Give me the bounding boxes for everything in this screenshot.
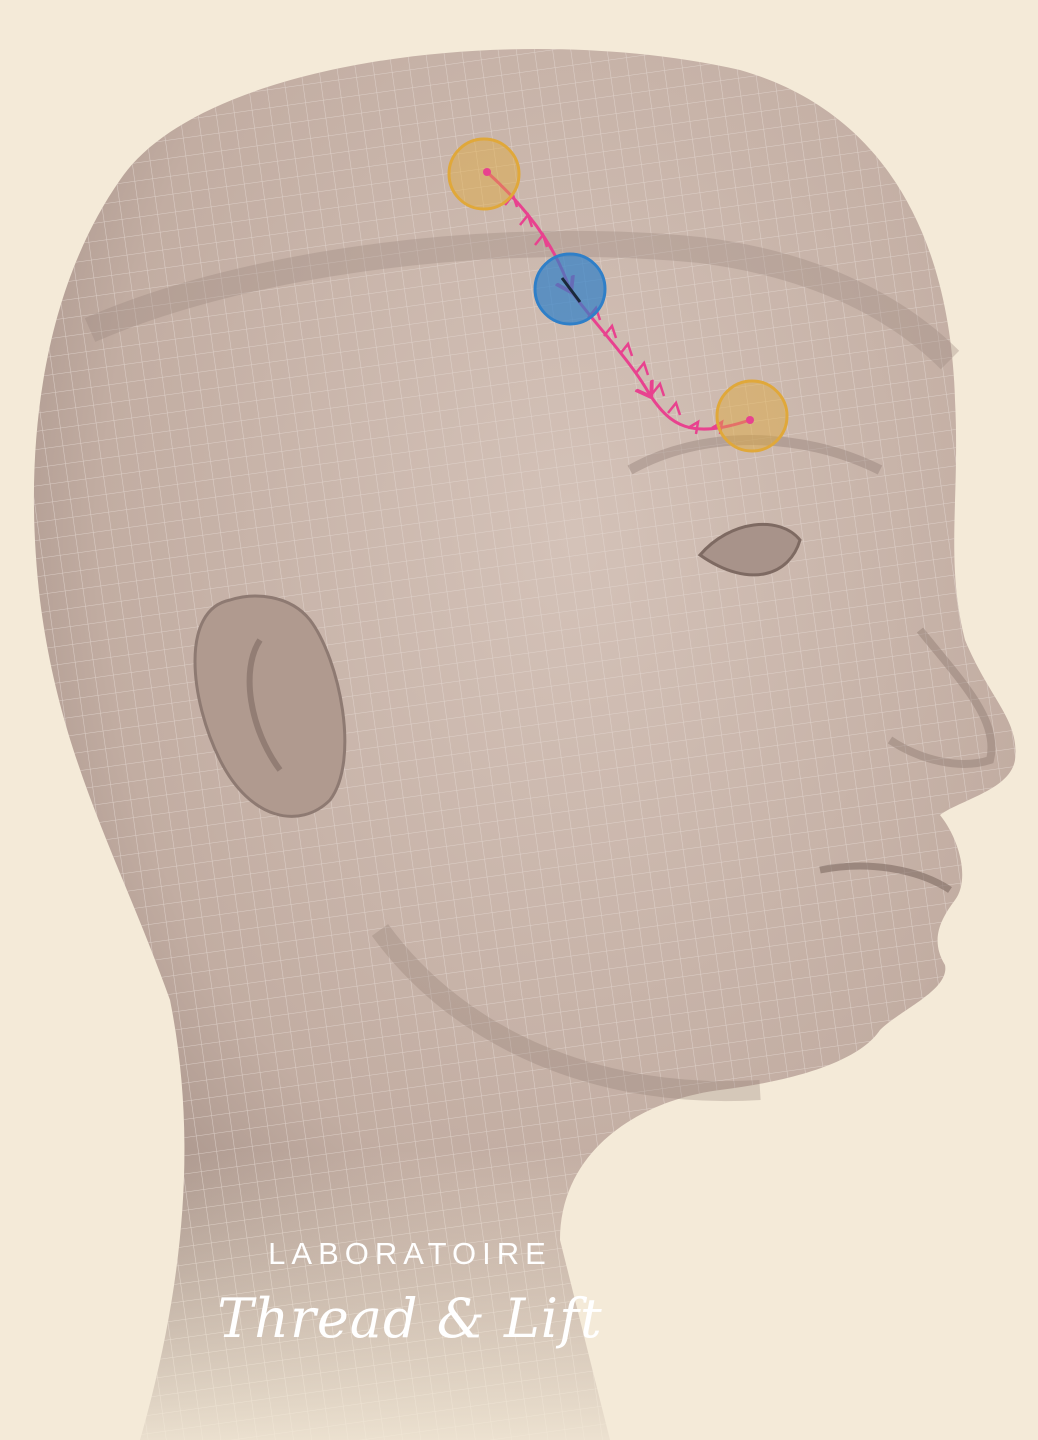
orange-circle-icon	[449, 139, 519, 209]
brand-script-text: Thread & Lift	[200, 1284, 620, 1354]
brand-logo: LABORATOIRE Thread & Lift	[200, 1232, 620, 1392]
orange-circle-icon	[717, 381, 787, 451]
brand-top-text: LABORATOIRE	[200, 1232, 620, 1276]
blue-circle-icon	[535, 254, 605, 324]
